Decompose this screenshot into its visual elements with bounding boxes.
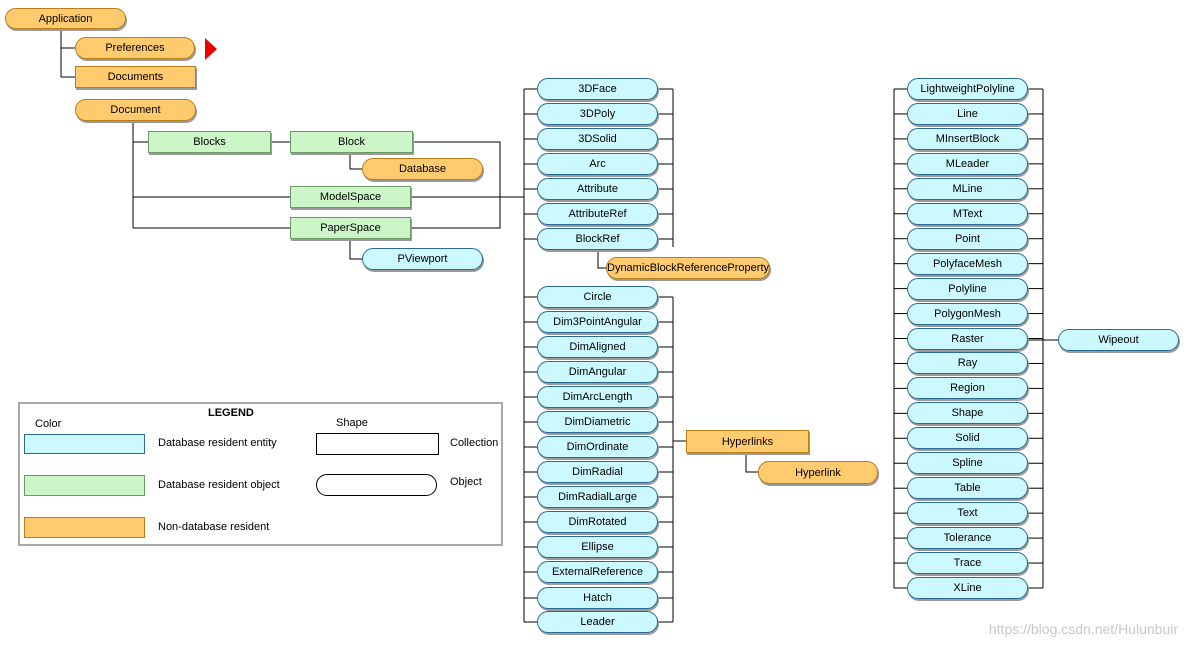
- entity-arc[interactable]: Arc: [537, 153, 658, 175]
- entity-dimrotated[interactable]: DimRotated: [537, 511, 658, 533]
- entity-point[interactable]: Point: [907, 227, 1028, 250]
- legend-color-header: Color: [35, 418, 62, 430]
- entity-polyline[interactable]: Polyline: [907, 277, 1028, 300]
- node-hyperlinks[interactable]: Hyperlinks: [686, 430, 809, 453]
- entity-blockref[interactable]: BlockRef: [537, 228, 658, 250]
- entity-leader[interactable]: Leader: [537, 611, 658, 633]
- legend-label-nondb: Non-database resident: [158, 521, 270, 533]
- entity-3dsolid[interactable]: 3DSolid: [537, 128, 658, 150]
- entity-table[interactable]: Table: [907, 477, 1028, 500]
- legend-label-entity: Database resident entity: [158, 437, 277, 449]
- entity-trace[interactable]: Trace: [907, 552, 1028, 575]
- legend-label-object-shape: Object: [450, 476, 482, 488]
- entity-minsertblock[interactable]: MInsertBlock: [907, 127, 1028, 150]
- legend: LEGEND Color Shape Database resident ent…: [18, 402, 503, 546]
- entity-tolerance[interactable]: Tolerance: [907, 527, 1028, 550]
- node-block[interactable]: Block: [290, 131, 413, 153]
- legend-shape-object: [316, 474, 437, 496]
- entity-circle[interactable]: Circle: [537, 286, 658, 308]
- entity-region[interactable]: Region: [907, 377, 1028, 400]
- entity-raster[interactable]: Raster: [907, 327, 1028, 350]
- node-blocks[interactable]: Blocks: [148, 131, 271, 153]
- node-application[interactable]: Application: [5, 8, 126, 29]
- legend-swatch-nondb: [24, 517, 145, 538]
- node-hyperlink[interactable]: Hyperlink: [758, 461, 878, 484]
- legend-label-collection: Collection: [450, 437, 499, 449]
- entity-dimangular[interactable]: DimAngular: [537, 361, 658, 383]
- node-dynamic-block-reference-property[interactable]: DynamicBlockReferenceProperty: [606, 257, 770, 279]
- watermark: https://blog.csdn.net/Hulunbuir: [988, 621, 1178, 637]
- entity-mtext[interactable]: MText: [907, 202, 1028, 225]
- entity-dimarclength[interactable]: DimArcLength: [537, 386, 658, 408]
- entity-dimaligned[interactable]: DimAligned: [537, 336, 658, 358]
- entity-xline[interactable]: XLine: [907, 577, 1028, 599]
- entity-shape[interactable]: Shape: [907, 402, 1028, 425]
- entity-3dpoly[interactable]: 3DPoly: [537, 103, 658, 125]
- entity-externalreference[interactable]: ExternalReference: [537, 561, 658, 583]
- legend-shape-header: Shape: [336, 417, 368, 429]
- entity-dimdiametric[interactable]: DimDiametric: [537, 411, 658, 433]
- entity-spline[interactable]: Spline: [907, 452, 1028, 475]
- legend-swatch-entity: [24, 434, 145, 454]
- node-preferences[interactable]: Preferences: [75, 37, 195, 59]
- node-paperspace[interactable]: PaperSpace: [290, 217, 411, 239]
- entity-dimordinate[interactable]: DimOrdinate: [537, 436, 658, 458]
- node-document[interactable]: Document: [75, 99, 196, 121]
- entity-lightweightpolyline[interactable]: LightweightPolyline: [907, 78, 1028, 100]
- entity-mline[interactable]: MLine: [907, 177, 1028, 200]
- red-arrow-marker: [205, 38, 217, 60]
- entity-hatch[interactable]: Hatch: [537, 587, 658, 609]
- entity-mleader[interactable]: MLeader: [907, 152, 1028, 175]
- node-database[interactable]: Database: [362, 158, 483, 180]
- entity-line[interactable]: Line: [907, 102, 1028, 125]
- legend-shape-collection: [316, 433, 439, 455]
- entity-polygonmesh[interactable]: PolygonMesh: [907, 302, 1028, 325]
- entity-dimradiallarge[interactable]: DimRadialLarge: [537, 486, 658, 508]
- node-pviewport[interactable]: PViewport: [362, 248, 483, 270]
- legend-label-object: Database resident object: [158, 479, 280, 491]
- legend-title: LEGEND: [208, 407, 254, 419]
- entity-attribute[interactable]: Attribute: [537, 178, 658, 200]
- entity-ellipse[interactable]: Ellipse: [537, 536, 658, 558]
- node-documents[interactable]: Documents: [75, 66, 196, 88]
- entity-dim3pointangular[interactable]: Dim3PointAngular: [537, 311, 658, 333]
- entity-dimradial[interactable]: DimRadial: [537, 461, 658, 483]
- node-wipeout[interactable]: Wipeout: [1058, 329, 1179, 351]
- node-modelspace[interactable]: ModelSpace: [290, 186, 411, 208]
- entity-3dface[interactable]: 3DFace: [537, 78, 658, 100]
- entity-text[interactable]: Text: [907, 502, 1028, 525]
- legend-swatch-object: [24, 475, 145, 496]
- entity-solid[interactable]: Solid: [907, 427, 1028, 450]
- entity-attributeref[interactable]: AttributeRef: [537, 203, 658, 225]
- entity-ray[interactable]: Ray: [907, 352, 1028, 375]
- entity-polyfacemesh[interactable]: PolyfaceMesh: [907, 252, 1028, 275]
